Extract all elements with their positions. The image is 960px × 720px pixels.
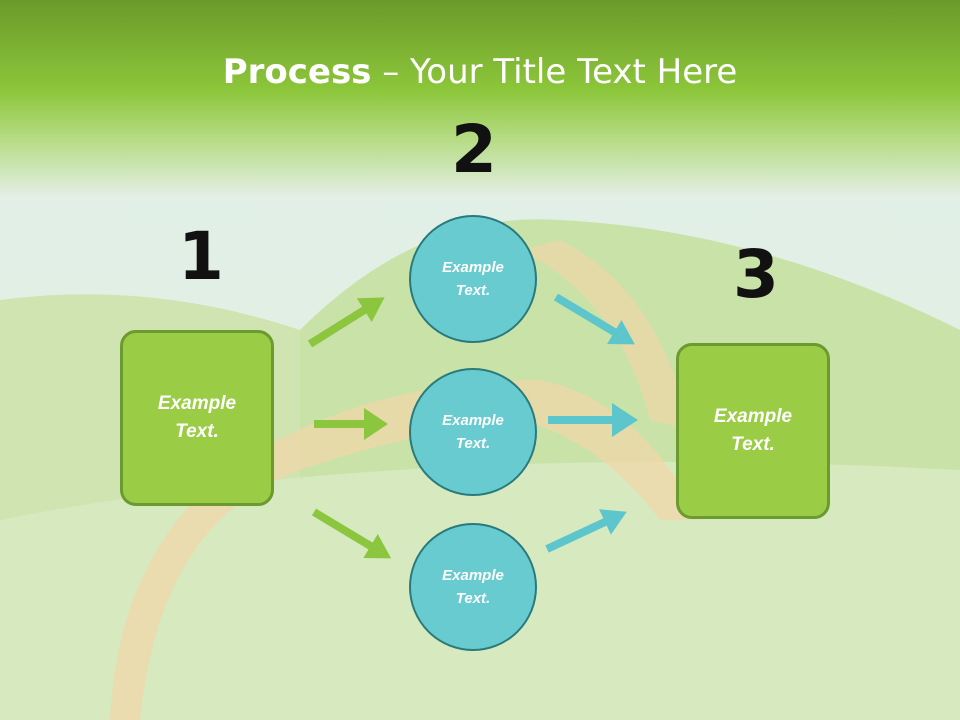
step-number-1: 1 bbox=[178, 218, 224, 295]
arrow-right-icon bbox=[311, 508, 392, 559]
slide-title: Process – Your Title Text Here bbox=[0, 52, 960, 92]
arrow-right-icon bbox=[553, 293, 635, 345]
step-number-2: 2 bbox=[451, 111, 497, 188]
arrow-right-icon bbox=[548, 403, 638, 437]
arrow-right-icon bbox=[314, 408, 388, 440]
title-rest: – Your Title Text Here bbox=[371, 52, 738, 92]
step-number-3: 3 bbox=[733, 236, 779, 313]
title-bold: Process bbox=[222, 52, 372, 92]
arrow-right-icon bbox=[307, 297, 385, 348]
arrow-right-icon bbox=[545, 509, 627, 553]
